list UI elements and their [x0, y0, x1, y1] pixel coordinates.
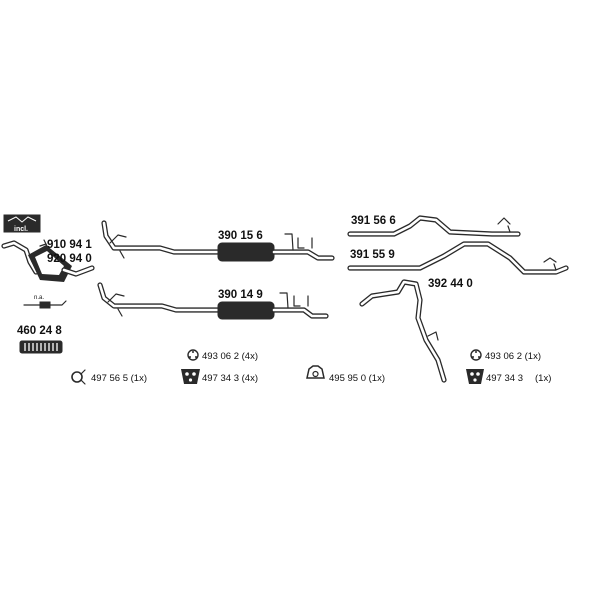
clamp-icon	[71, 369, 86, 385]
hanger-part-label-right: 497 34 3	[486, 373, 523, 384]
tail-pipe-b	[347, 241, 569, 275]
hanger-qty-right: (1x)	[535, 373, 551, 384]
sensor-icon	[23, 300, 67, 309]
part-number-mid-pipe: 392 44 0	[428, 278, 473, 290]
ring-part-label-left: 493 06 2 (4x)	[202, 351, 258, 362]
rubber-ring-icon-right	[470, 349, 482, 361]
rubber-hanger-icon-right	[466, 369, 484, 384]
part-number-muffler-short: 390 14 9	[218, 289, 263, 301]
catalytic-converter	[1, 239, 95, 282]
clamp-part-label: 497 56 5 (1x)	[91, 373, 147, 384]
gasket-kit-icon	[3, 214, 41, 233]
part-number-flex: 460 24 8	[17, 325, 62, 337]
flex-pipe-icon	[19, 340, 63, 354]
rear-section-short-muffler	[97, 282, 329, 320]
rubber-hanger-icon	[181, 369, 200, 384]
rubber-ring-icon	[187, 349, 199, 361]
part-number-cat-a: 910 94 1	[47, 239, 92, 251]
part-number-tail-a: 391 56 6	[351, 215, 396, 227]
round-hanger-icon	[306, 365, 325, 379]
tail-pipe-a	[347, 215, 521, 237]
ring-part-label-right: 493 06 2 (1x)	[485, 351, 541, 362]
mid-pipe	[359, 279, 447, 383]
incl-label: incl.	[14, 226, 28, 233]
part-number-cat-b: 920 94 0	[47, 253, 92, 265]
na-label: n.a.	[34, 295, 44, 301]
part-number-muffler-long: 390 15 6	[218, 230, 263, 242]
rear-section-long-muffler	[101, 220, 335, 262]
round-hanger-part-label: 495 95 0 (1x)	[329, 373, 385, 384]
part-number-tail-b: 391 55 9	[350, 249, 395, 261]
hanger-part-label-left: 497 34 3 (4x)	[202, 373, 258, 384]
